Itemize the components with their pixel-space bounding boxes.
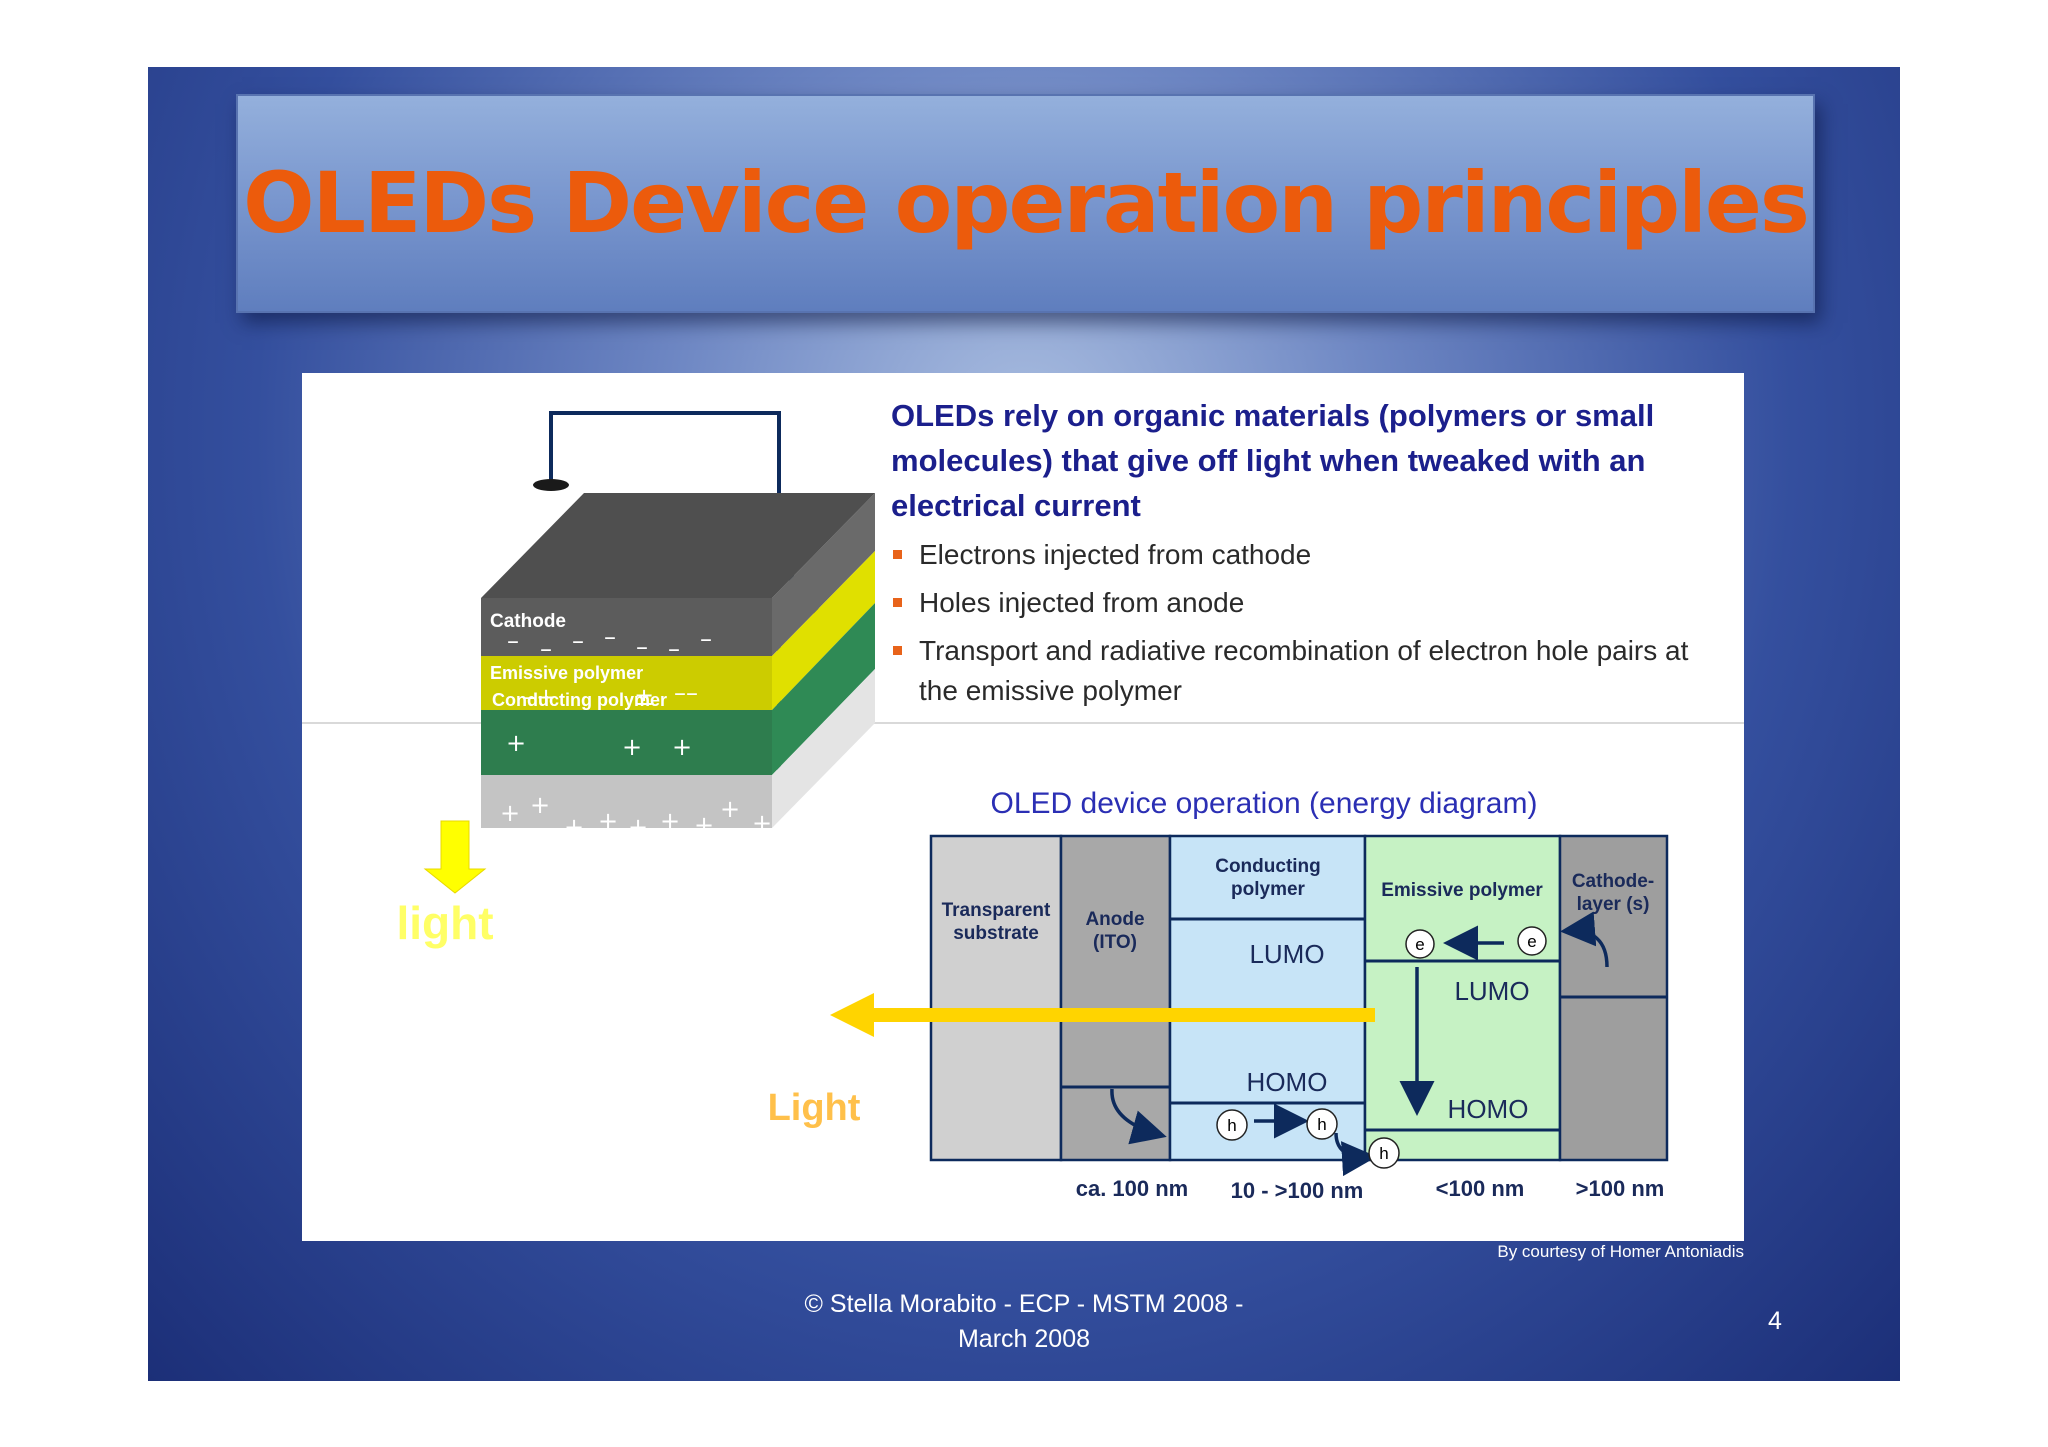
slide-title: OLEDs Device operation principles [243,154,1810,252]
svg-text:+: + [564,813,584,841]
cathode-contact [533,479,569,491]
device-stack: V Cathode Emissive polymer Conducting po… [396,411,875,949]
thickness-emissive: <100 nm [1436,1176,1525,1201]
electron-symbol: e [1415,935,1424,954]
cathode-label: Cathode [490,611,566,632]
emissive-label: Emissive polymer [490,663,643,683]
anode-col-label-2: (ITO) [1093,932,1137,953]
cathode-col-label-2: layer (s) [1577,894,1650,915]
svg-text:–: – [700,625,712,653]
bullet-list: Electrons injected from cathode Holes in… [891,535,1711,719]
substrate-region [929,834,1063,1162]
hole-symbol-2: h [1317,1115,1326,1134]
svg-text:+: + [628,813,648,841]
electron-icon [1405,929,1435,959]
bullet-marker [893,598,902,607]
slide: OLEDs Device operation principles V [148,67,1900,1381]
hole-icon-3 [1368,1137,1400,1169]
content-panel: V Cathode Emissive polymer Conducting po… [302,373,1744,1241]
svg-text:–: – [540,635,552,663]
electron-injection-arrow [1560,911,1609,968]
bullet-item: Holes injected from anode [891,583,1711,623]
hole-symbol-3: h [1379,1144,1388,1163]
thickness-anode: ca. 100 nm [1076,1176,1189,1201]
hole-icon-2 [1306,1108,1338,1140]
light-label-energy: Light [768,1087,861,1129]
substrate-label-2: substrate [953,923,1039,944]
conducting-label: Conducting polymer [492,690,667,710]
svg-text:+: + [720,795,740,823]
oled-diagrams: V Cathode Emissive polymer Conducting po… [396,411,1669,1203]
conducting-col-label-2: polymer [1231,879,1306,900]
svg-text:–: – [604,623,616,651]
svg-text:–: – [572,627,584,655]
svg-text:–+: –+ [524,683,556,711]
hole-symbol: h [1227,1116,1236,1135]
svg-text:+: + [530,791,550,819]
bullet-marker [893,646,902,655]
emissive-region [1363,834,1562,1162]
thickness-conducting: 10 - >100 nm [1231,1178,1364,1203]
homo-conducting: HOMO [1247,1067,1328,1097]
anode-col-label-1: Anode [1085,909,1144,930]
light-down-arrow [423,820,487,894]
thickness-cathode: >100 nm [1576,1176,1665,1201]
svg-text:+: + [752,809,772,837]
light-label: light [396,897,493,949]
hole-icon [1216,1109,1248,1141]
emissive-col-label: Emissive polymer [1381,880,1543,901]
hole-injection-arrow [1110,1088,1167,1145]
svg-text:–: – [668,635,680,663]
bullet-marker [893,550,902,559]
electron-symbol-2: e [1527,932,1536,951]
bullet-text: Transport and radiative recombination of… [919,635,1689,706]
page-number: 4 [1768,1307,1782,1335]
lumo-emissive: LUMO [1454,976,1529,1006]
footer-line-1: © Stella Morabito - ECP - MSTM 2008 - [804,1290,1244,1318]
anode-region [1059,834,1172,1162]
footer-line-2: March 2008 [957,1325,1091,1353]
svg-text:+: + [672,733,692,761]
courtesy-note: By courtesy of Homer Antoniadis [1497,1242,1744,1261]
bullet-item: Transport and radiative recombination of… [891,631,1711,711]
lumo-conducting: LUMO [1249,939,1324,969]
conducting-col-label-1: Conducting [1215,856,1321,877]
substrate-label-1: Transparent [942,900,1051,921]
cathode-col-label-1: Cathode- [1572,871,1654,892]
svg-text:+: + [660,807,680,835]
light-beam [866,1008,1375,1022]
charge-signs: ––– –––– –+±–– +++ +++ +++ +++ [500,623,772,841]
title-banner: OLEDs Device operation principles [236,94,1815,313]
svg-text:–: – [507,627,519,655]
svg-text:+: + [598,807,618,835]
energy-diagram: OLED device operation (energy diagram) T… [768,787,1669,1203]
energy-diagram-title: OLED device operation (energy diagram) [991,787,1538,820]
footer: © Stella Morabito - ECP - MSTM 2008 - Ma… [148,1287,1900,1357]
conducting-region [1168,834,1367,1162]
bullet-text: Holes injected from anode [919,587,1245,618]
svg-text:––: –– [674,679,698,707]
homo-emissive: HOMO [1448,1094,1529,1124]
bullet-item: Electrons injected from cathode [891,535,1711,575]
electron-icon-2 [1517,926,1547,956]
bullet-text: Electrons injected from cathode [919,539,1312,570]
headline-text: OLEDs rely on organic materials (polymer… [891,398,1655,523]
svg-text:±: ± [634,683,654,711]
svg-text:+: + [500,799,520,827]
light-arrow-head [830,993,874,1037]
svg-text:+: + [506,729,526,757]
hole-injection-arrow-2 [1334,1132,1377,1177]
svg-text:–: – [636,633,648,661]
anode-label: Anode [502,830,555,849]
svg-text:+: + [622,733,642,761]
panel-divider [302,722,1744,724]
svg-text:+: + [694,811,714,839]
